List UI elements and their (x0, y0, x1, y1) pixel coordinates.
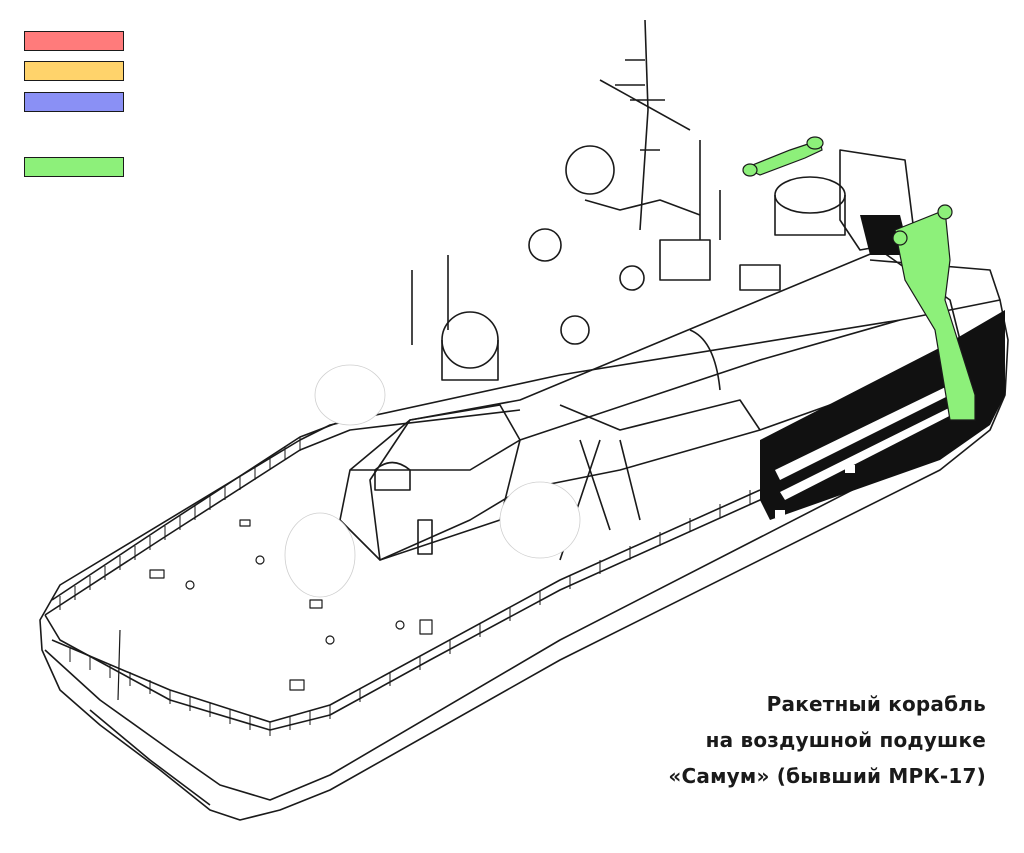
smoke-clouds (284, 364, 581, 598)
radar-dome-small (528, 228, 562, 262)
green-launch-arm (894, 209, 976, 421)
hull-waterline (44, 414, 991, 801)
bridge-block (369, 404, 521, 561)
radar-dome-aft (619, 265, 645, 291)
legend-swatch-green (24, 157, 124, 177)
gun-turret (374, 461, 411, 491)
antenna-rods (411, 140, 721, 345)
legend-swatch-red (24, 31, 124, 51)
deck-fittings (117, 519, 433, 701)
legend-swatch-blue (24, 92, 124, 112)
hull-keel-line (89, 709, 211, 806)
mast (599, 19, 691, 231)
radar-dome-forward (441, 311, 499, 369)
mid-deckhouse (659, 239, 711, 281)
mid-structure (559, 329, 761, 431)
caption-line-3: «Самум» (бывший МРК-17) (668, 764, 986, 788)
radar-dome-stern (774, 176, 846, 214)
hull-outline (39, 299, 1009, 821)
superstructure-base (339, 249, 961, 561)
railing-posts (59, 437, 751, 736)
ship-caption: Ракетный корабль на воздушной подушке «С… (668, 686, 986, 794)
aft-deckhouse (739, 264, 781, 291)
superstructure-deckline (350, 319, 901, 471)
legend-swatch-orange (24, 61, 124, 81)
caption-line-1: Ракетный корабль (766, 692, 986, 716)
hull-band-stripes (775, 380, 965, 518)
bridge-door (417, 519, 433, 555)
radar-dome-top (565, 145, 615, 195)
deck-railing (51, 417, 351, 601)
green-highlight-components (742, 136, 976, 421)
radar-dome-side (560, 315, 590, 345)
caption-line-2: на воздушной подушке (705, 728, 986, 752)
